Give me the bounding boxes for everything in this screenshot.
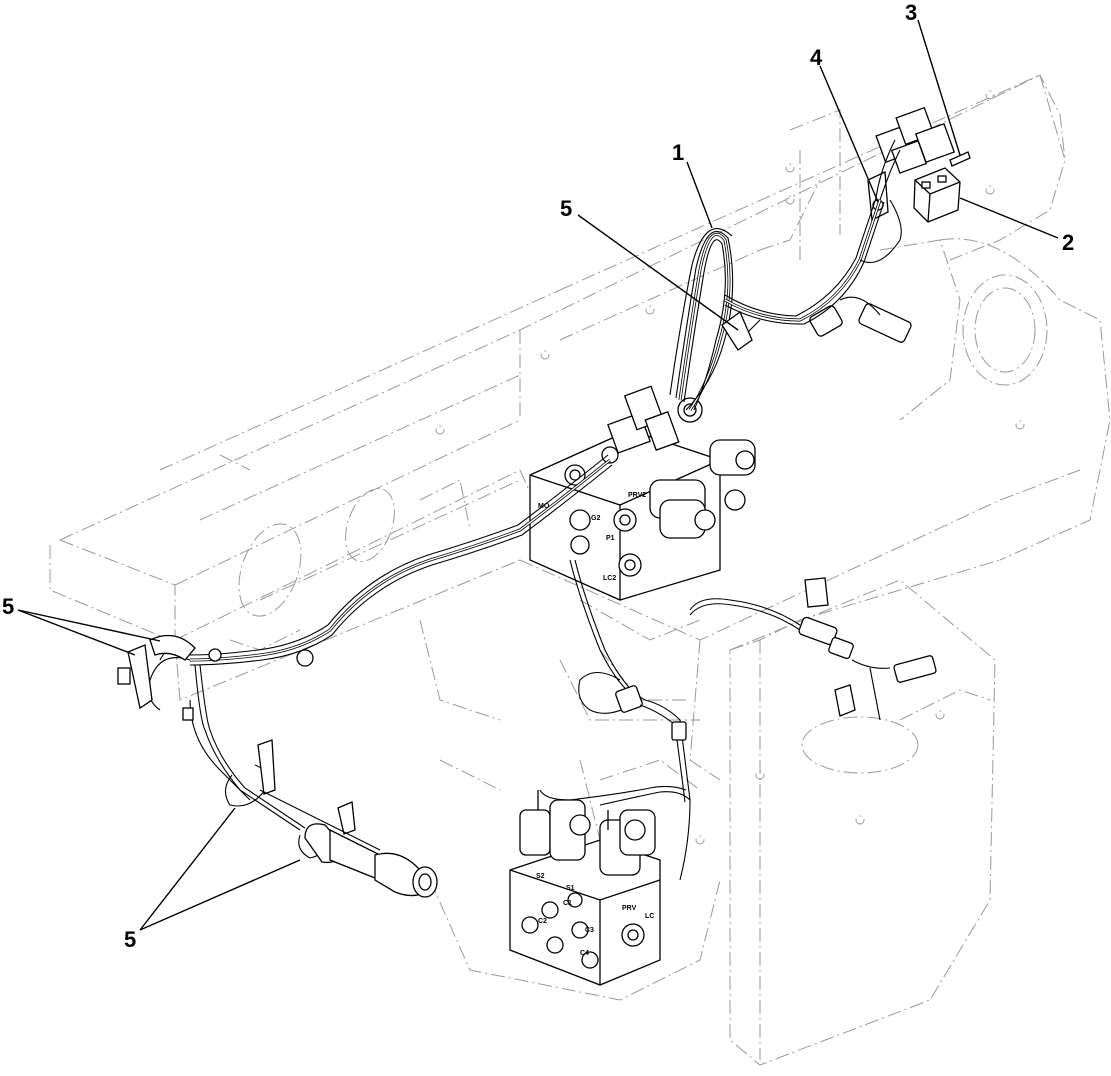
callout-5-upper: 5 — [560, 196, 572, 221]
lower-valve-block: S2 S1 PRV LC C1 C2 C3 C4 — [509, 790, 661, 986]
callout-5-lower: 5 — [124, 927, 136, 952]
port-label: C2 — [538, 918, 547, 925]
port-label: C1 — [563, 900, 572, 907]
port-label: C3 — [585, 927, 594, 934]
port-label: MO — [538, 503, 550, 510]
port-label: G2 — [591, 515, 600, 522]
callouts: 1 2 3 4 5 5 5 — [2, 0, 1074, 952]
port-label: LC2 — [603, 575, 616, 582]
chassis-frame — [49, 74, 1111, 1066]
callout-5-left: 5 — [2, 594, 14, 619]
port-label: C4 — [580, 950, 589, 957]
callout-3: 3 — [905, 0, 917, 25]
callout-leaders — [17, 19, 1059, 931]
callout-1: 1 — [672, 140, 684, 165]
relay-connectors — [809, 106, 971, 343]
callout-2: 2 — [1062, 230, 1074, 255]
port-label: S1 — [566, 885, 575, 892]
port-label: S2 — [536, 873, 545, 880]
port-label: PRV2 — [628, 492, 646, 499]
wiring-harness — [117, 139, 937, 898]
port-label: PRV — [622, 905, 637, 912]
upper-valve-block: MO G2 PRV2 P1 LC2 — [529, 385, 756, 601]
port-label: LC — [645, 913, 654, 920]
callout-4: 4 — [810, 45, 823, 70]
port-label: P1 — [606, 535, 615, 542]
